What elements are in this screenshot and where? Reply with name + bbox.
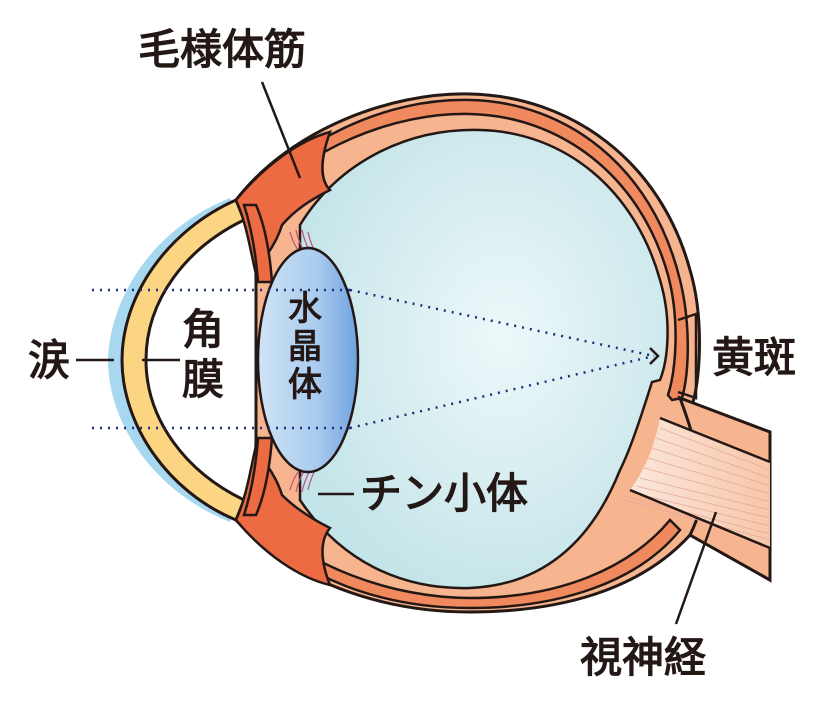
label-lens-2: 晶 bbox=[288, 327, 322, 367]
label-zonule: チン小体 bbox=[360, 469, 528, 518]
optic-nerve-fibers bbox=[617, 427, 771, 541]
choroid-lower bbox=[242, 508, 682, 610]
light-rays bbox=[92, 288, 655, 430]
label-macula: 黄斑 bbox=[712, 333, 796, 382]
tear-film bbox=[108, 198, 236, 522]
label-optic-nerve: 視神経 bbox=[580, 633, 707, 682]
macula-bracket bbox=[677, 312, 698, 400]
choroid bbox=[242, 98, 690, 402]
lens bbox=[256, 246, 360, 474]
label-lens-1: 水 bbox=[288, 289, 323, 329]
leader-lines bbox=[76, 81, 718, 625]
label-ciliary-muscle: 毛様体筋 bbox=[138, 25, 306, 74]
label-cornea-1: 角 bbox=[182, 305, 224, 354]
vitreous-body bbox=[298, 128, 669, 590]
label-tears: 涙 bbox=[28, 336, 70, 385]
macula-pit bbox=[649, 347, 660, 365]
label-cornea-2: 膜 bbox=[182, 355, 224, 404]
label-lens-3: 体 bbox=[288, 365, 322, 405]
optic-nerve-inner-outline bbox=[629, 416, 771, 550]
